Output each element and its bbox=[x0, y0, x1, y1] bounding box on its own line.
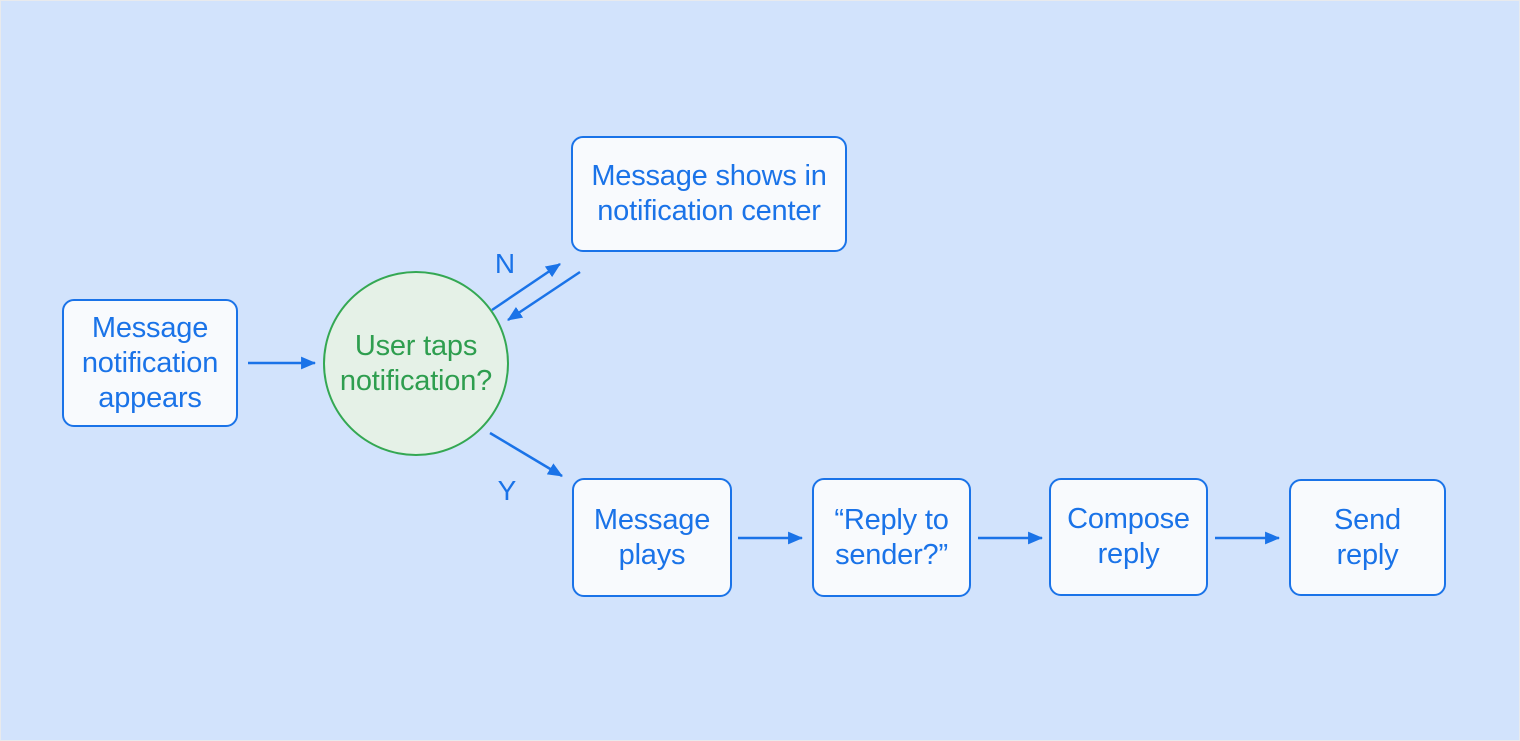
node-label: Message notification appears bbox=[81, 311, 219, 414]
node-label: Message plays bbox=[593, 503, 711, 571]
node-label: Message shows in notification center bbox=[591, 160, 827, 227]
node-message-notification-appears[interactable]: Message notification appears bbox=[62, 299, 238, 427]
node-user-taps-notification-decision[interactable]: User taps notification? bbox=[323, 271, 509, 456]
node-reply-to-sender[interactable]: “Reply to sender?” bbox=[812, 478, 971, 597]
edge-decision-to-message-plays bbox=[489, 431, 563, 478]
node-label: Compose reply bbox=[1067, 503, 1190, 570]
node-send-reply[interactable]: Send reply bbox=[1289, 479, 1446, 596]
node-message-plays[interactable]: Message plays bbox=[572, 478, 732, 597]
edge-label-yes: Y bbox=[497, 475, 517, 506]
node-compose-reply[interactable]: Compose reply bbox=[1049, 478, 1208, 596]
node-label: “Reply to sender?” bbox=[834, 503, 949, 571]
edge-label-no: N bbox=[494, 248, 516, 279]
edge-notification-center-to-decision bbox=[507, 270, 581, 322]
node-message-shows-in-notification-center[interactable]: Message shows in notification center bbox=[571, 136, 847, 252]
node-label: Send reply bbox=[1334, 503, 1401, 571]
node-label: User taps notification? bbox=[339, 329, 493, 397]
